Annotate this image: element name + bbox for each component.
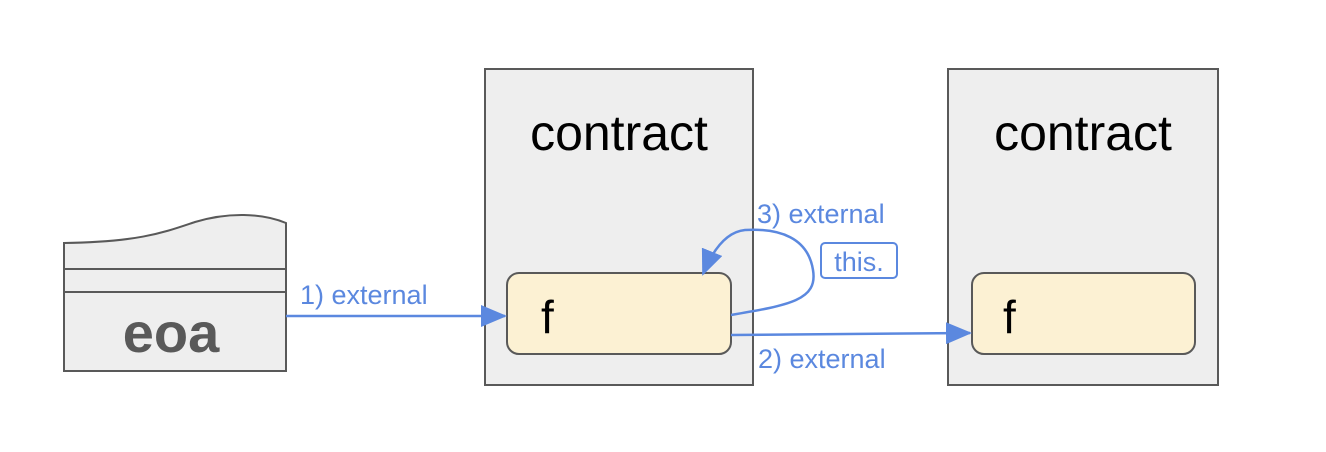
edge-3: 3) external this. [701,199,898,317]
edge-1-label: 1) external [300,280,428,310]
function-box-b [971,272,1196,355]
function-box-a [506,272,732,355]
edge-2-arrow [730,322,972,345]
this-badge [820,242,898,279]
contract-title-a: contract [530,105,708,161]
this-badge-label: this. [834,247,884,277]
contract-node-a: contract f [484,68,754,386]
contract-node-b: contract f [947,68,1219,386]
edge-3-label: 3) external [757,199,885,229]
function-label-b: f [1003,291,1016,343]
eoa-label: eoa [123,301,220,364]
edge-3-arrow [701,228,815,317]
eoa-node: eoa [63,214,287,372]
function-label-a: f [541,291,554,343]
edge-2: 2) external [730,322,972,374]
contract-title-b: contract [994,105,1172,161]
edge-2-label: 2) external [758,344,886,374]
edge-1: 1) external [286,280,507,327]
